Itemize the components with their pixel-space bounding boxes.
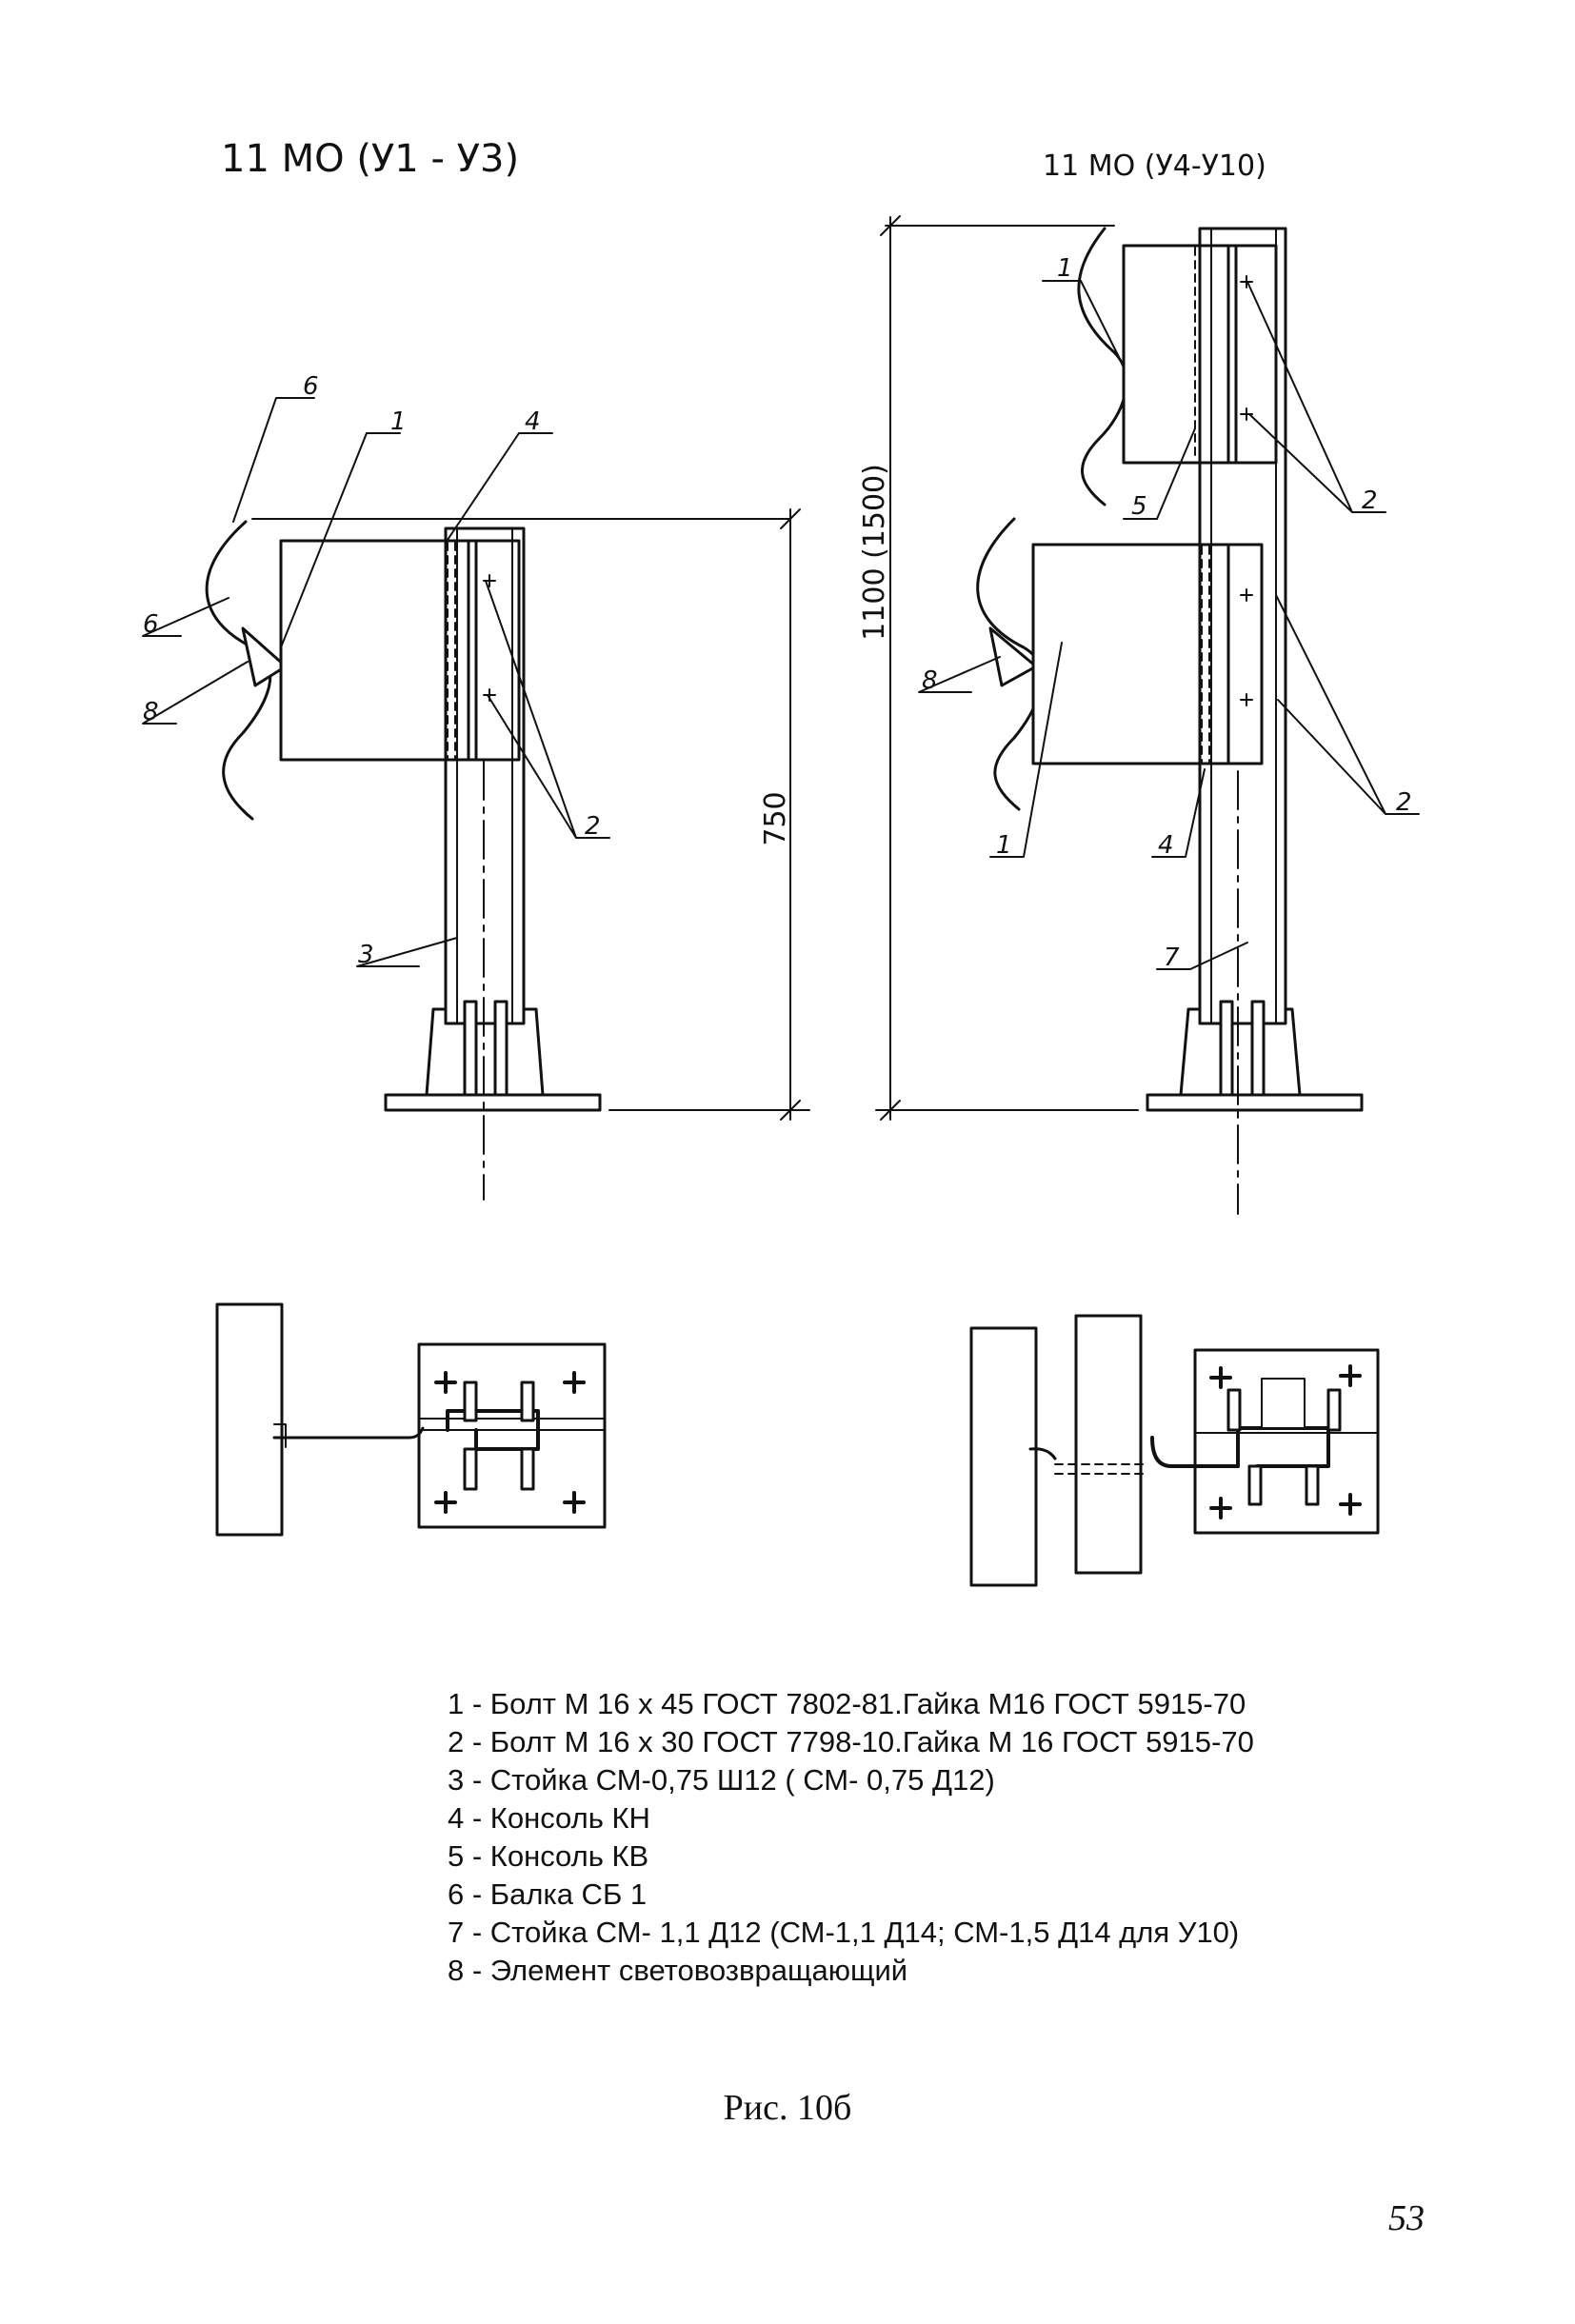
callout-left-4: 4: [525, 407, 541, 436]
callout-right-1-top: 1: [1057, 254, 1073, 283]
right-plan-bolt-crosses: [1209, 1364, 1362, 1520]
left-elevation: [142, 397, 810, 1201]
right-lower-console: [1031, 543, 1264, 765]
right-view-title: 11 МО (У4-У10): [1043, 149, 1266, 183]
callout-right-1: 1: [996, 831, 1012, 860]
left-view-title: 11 МО (У1 - У3): [221, 137, 519, 181]
callout-left-3: 3: [358, 941, 374, 969]
right-plan-rod: [1150, 1436, 1240, 1468]
left-plan-beam: [215, 1302, 284, 1537]
left-base-gussets: [425, 1007, 545, 1097]
dimension-1100-label: 1100 (1500): [858, 464, 891, 641]
left-plan-view: [215, 1302, 607, 1537]
left-plan-plate: [417, 1342, 607, 1529]
right-plan-view: [969, 1314, 1380, 1587]
left-reflector: [241, 626, 288, 687]
legend-item-1: 1 - Болт М 16 х 45 ГОСТ 7802-81.Гайка М1…: [448, 1687, 1246, 1720]
right-base-plate: [1146, 1093, 1364, 1112]
left-plan-bolt-crosses: [434, 1371, 586, 1514]
legend-item-2: 2 - Болт М 16 х 30 ГОСТ 7798-10.Гайка М …: [448, 1725, 1254, 1758]
left-base-plate: [384, 1093, 602, 1112]
callout-left-6: 6: [143, 610, 159, 639]
legend-item-6: 6 - Балка СБ 1: [448, 1877, 648, 1911]
right-base-gussets: [1179, 1007, 1302, 1097]
legend-item-7: 7 - Стойка СМ- 1,1 Д12 (СМ-1,1 Д14; СМ-1…: [448, 1916, 1240, 1949]
callout-left-8: 8: [143, 698, 159, 726]
callout-right-7: 7: [1164, 944, 1180, 972]
callout-right-8: 8: [922, 666, 938, 695]
callout-right-2-top: 2: [1362, 487, 1378, 515]
callout-left-2: 2: [585, 812, 601, 841]
dimension-750-label: 750: [759, 791, 792, 845]
legend-item-5: 5 - Консоль КВ: [448, 1839, 649, 1873]
left-console-box: [279, 539, 521, 762]
right-plan-plate: [1193, 1348, 1380, 1535]
legend-item-8: 8 - Элемент световозвращающий: [448, 1954, 908, 1987]
legend-item-4: 4 - Консоль КН: [448, 1801, 650, 1835]
right-upper-wave: [1077, 227, 1128, 507]
figure-caption: Рис. 10б: [723, 2088, 852, 2128]
legend-item-3: 3 - Стойка СМ-0,75 Ш12 ( СМ- 0,75 Д12): [448, 1763, 995, 1797]
legend: 1 - Болт М 16 х 45 ГОСТ 7802-81.Гайка М1…: [448, 1685, 1514, 1990]
right-post: [1198, 227, 1287, 1025]
right-elevation: [875, 215, 1420, 1215]
callout-right-2-bottom: 2: [1396, 788, 1412, 817]
left-plan-rod: [272, 1426, 425, 1440]
callout-right-4: 4: [1158, 831, 1174, 860]
page-number: 53: [1388, 2198, 1425, 2238]
callout-right-5: 5: [1131, 492, 1147, 521]
callout-left-1: 1: [390, 407, 407, 436]
left-plan-channel: [446, 1409, 540, 1451]
right-plan-beam-outer: [969, 1326, 1038, 1587]
right-reflector: [988, 626, 1038, 687]
right-plan-beam-inner: [1074, 1314, 1143, 1575]
callout-left-6-top: 6: [303, 372, 319, 401]
